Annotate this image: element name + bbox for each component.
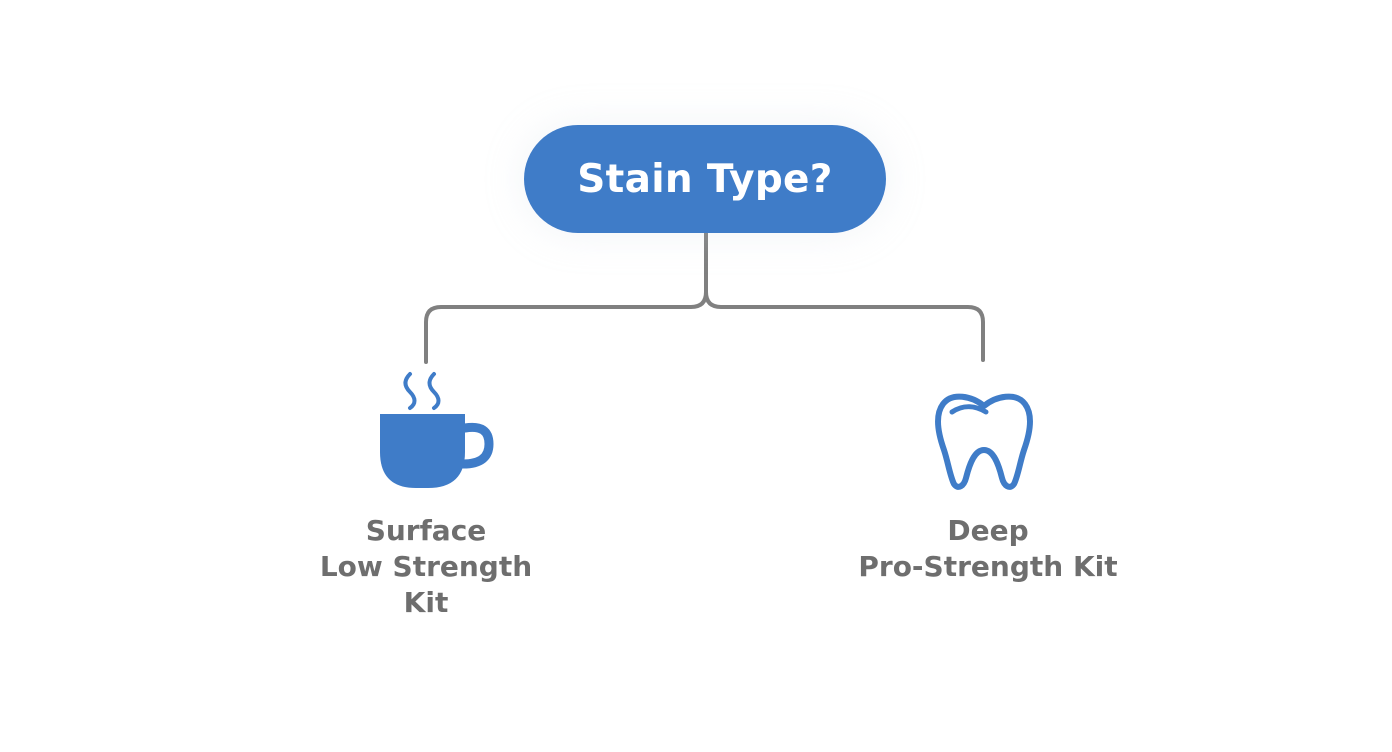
cup-handle bbox=[458, 422, 494, 469]
surface-label-line2: Low Strength bbox=[319, 550, 533, 583]
steam-left bbox=[403, 372, 417, 410]
connector-right-branch bbox=[704, 290, 985, 362]
surface-label-line1: Surface bbox=[365, 514, 487, 547]
root-label: Stain Type? bbox=[577, 156, 833, 202]
surface-label-line3: Kit bbox=[403, 586, 449, 619]
connector-trunk bbox=[424, 231, 708, 364]
deep-kit-label: Deep Pro-Strength Kit bbox=[850, 513, 1126, 585]
tooth-crown-line bbox=[949, 404, 989, 415]
deep-label-line1: Deep bbox=[947, 514, 1029, 547]
tooth-outline bbox=[935, 393, 1033, 490]
root-node: Stain Type? bbox=[524, 125, 886, 233]
steam-right bbox=[427, 372, 441, 410]
surface-kit-label: Surface Low Strength Kit bbox=[306, 513, 546, 621]
cup-body bbox=[380, 414, 465, 488]
deep-label-line2: Pro-Strength Kit bbox=[858, 550, 1118, 583]
coffee-cup-icon bbox=[380, 372, 494, 488]
tooth-icon bbox=[935, 393, 1033, 490]
